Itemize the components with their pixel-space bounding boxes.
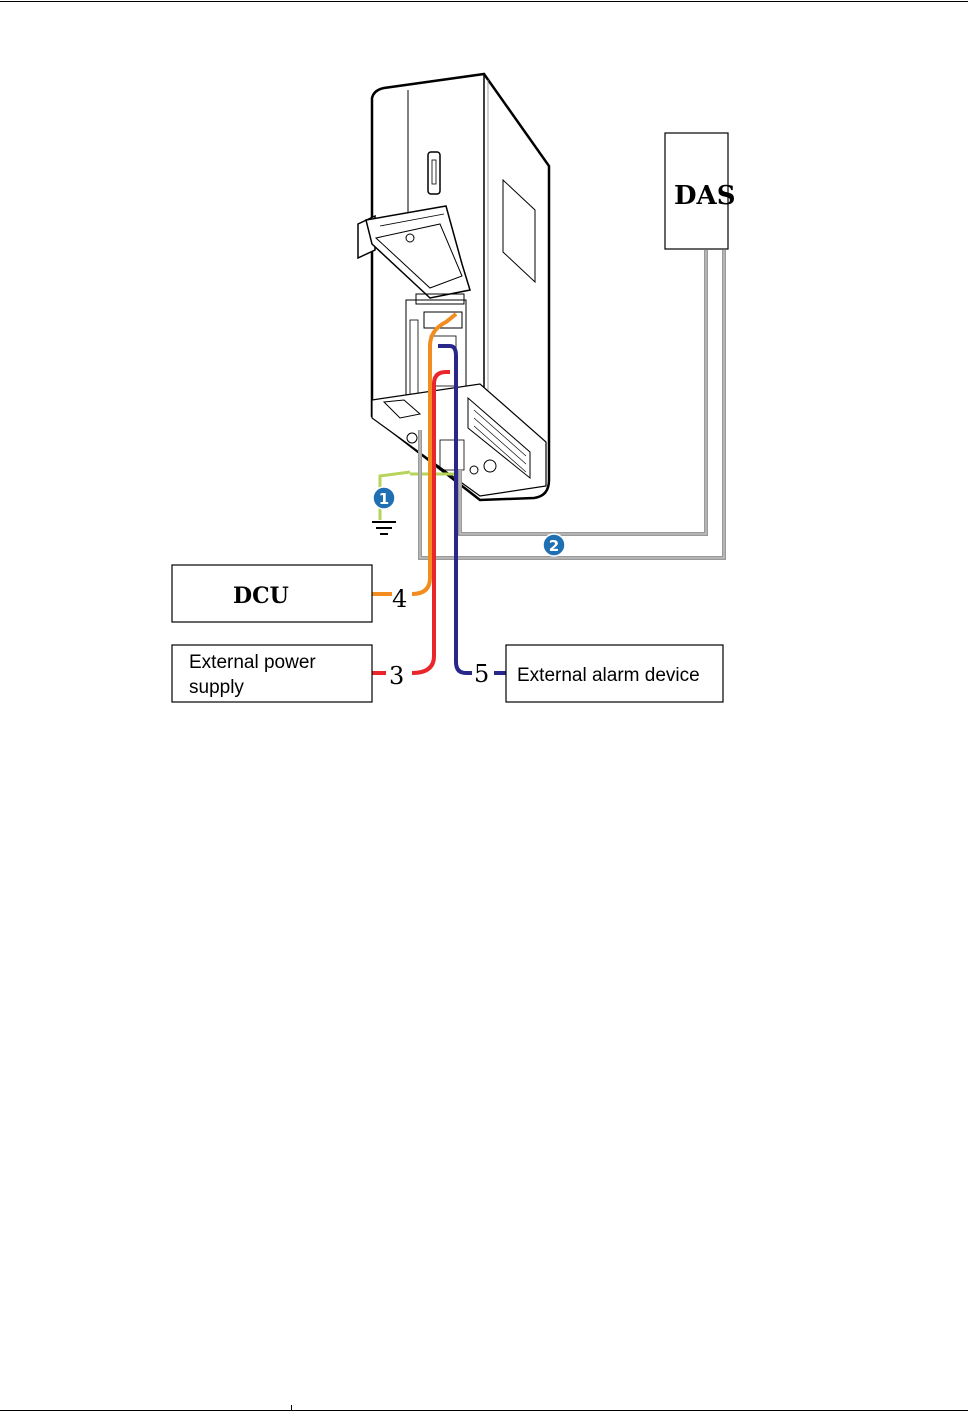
callout-2-label: 2	[549, 537, 559, 555]
das-box: DAS	[665, 133, 736, 249]
callout-1-label: 1	[379, 490, 389, 508]
dcu-label: DCU	[233, 583, 289, 609]
external-alarm-label: External alarm device	[517, 665, 700, 686]
page-bottom-rule	[0, 1410, 968, 1411]
external-power-label-line1: External power	[189, 652, 316, 673]
device-cabinet	[358, 74, 549, 500]
das-label: DAS	[674, 181, 736, 211]
external-power-label-line2: supply	[189, 677, 244, 698]
cable-number-4: 4	[392, 585, 407, 613]
callout-2-icon: 2	[543, 534, 565, 556]
external-power-box: External power supply	[172, 645, 372, 702]
page-bottom-tick	[291, 1405, 292, 1411]
cable-number-5: 5	[474, 660, 489, 688]
external-alarm-box: External alarm device	[506, 645, 723, 702]
ground-symbol-icon	[372, 522, 396, 534]
callout-1-icon: 1	[373, 487, 395, 509]
dcu-box: DCU	[172, 565, 372, 622]
cable-number-3: 3	[389, 662, 404, 690]
